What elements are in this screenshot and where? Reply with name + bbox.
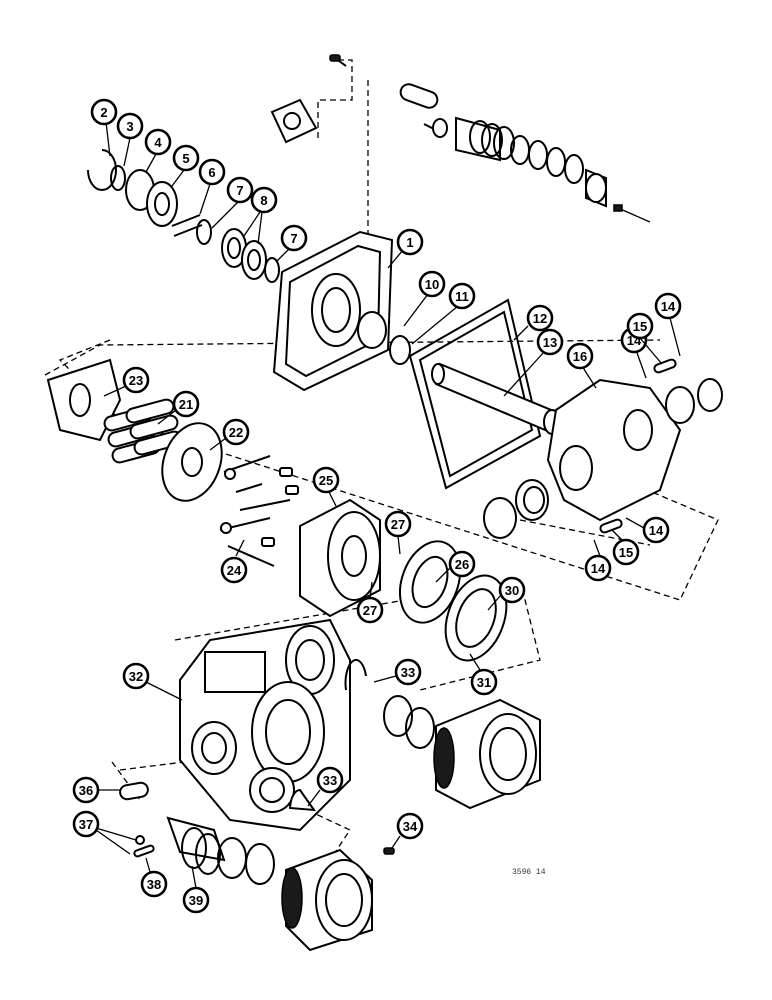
svg-text:26: 26 [455, 557, 469, 572]
retainer-hardware [219, 455, 299, 567]
callout-12: 12 [513, 304, 554, 341]
svg-text:38: 38 [147, 877, 161, 892]
callout-36: 36 [72, 776, 120, 804]
svg-text:37: 37 [79, 817, 93, 832]
svg-text:14: 14 [649, 523, 664, 538]
swashplate-housing [483, 358, 723, 539]
svg-text:34: 34 [403, 819, 418, 834]
pistons [103, 398, 183, 464]
gasket-and-shaft [408, 298, 561, 490]
callout-1: 1 [387, 228, 424, 269]
main-body [179, 618, 351, 832]
top-cover-plate [270, 54, 347, 144]
callout-22: 22 [209, 418, 250, 451]
callout-27a: 27 [384, 510, 412, 555]
callout-25: 25 [312, 466, 340, 507]
svg-text:6: 6 [208, 165, 215, 180]
svg-text:14: 14 [661, 299, 676, 314]
callout-30: 30 [487, 576, 526, 611]
housing-plate [272, 230, 411, 392]
svg-text:14: 14 [591, 561, 606, 576]
seal-stack [87, 149, 280, 283]
svg-text:1: 1 [406, 235, 413, 250]
svg-text:32: 32 [129, 669, 143, 684]
callout-21: 21 [157, 390, 200, 425]
svg-text:31: 31 [477, 675, 491, 690]
callout-13: 13 [503, 328, 564, 397]
svg-text:22: 22 [229, 425, 243, 440]
svg-text:12: 12 [533, 311, 547, 326]
callout-10: 10 [403, 270, 446, 327]
callout-37: 37 [72, 810, 137, 855]
callout-7b: 7 [275, 224, 308, 263]
svg-text:2: 2 [100, 105, 107, 120]
callout-11: 11 [411, 282, 476, 345]
svg-text:39: 39 [189, 893, 203, 908]
svg-text:15: 15 [633, 319, 647, 334]
callout-32: 32 [122, 662, 183, 701]
callout-15a: 15 [626, 312, 663, 365]
svg-text:7: 7 [236, 183, 243, 198]
svg-text:33: 33 [401, 665, 415, 680]
svg-text:33: 33 [323, 773, 337, 788]
svg-text:16: 16 [573, 349, 587, 364]
svg-text:7: 7 [290, 231, 297, 246]
svg-text:36: 36 [79, 783, 93, 798]
svg-text:30: 30 [505, 583, 519, 598]
callout-2: 2 [90, 98, 118, 157]
svg-text:25: 25 [319, 473, 333, 488]
svg-text:4: 4 [154, 135, 162, 150]
callout-31: 31 [469, 653, 498, 696]
svg-text:8: 8 [260, 193, 267, 208]
callout-16: 16 [566, 342, 597, 389]
upper-shaft-assembly [399, 83, 651, 223]
cylinder-block [299, 498, 508, 662]
pistons-and-plates [46, 358, 223, 502]
callout-26: 26 [435, 550, 476, 583]
callout-8: 8 [243, 186, 278, 245]
callout-23: 23 [103, 366, 150, 397]
callout-38: 38 [140, 857, 168, 898]
callout-3: 3 [116, 112, 144, 167]
callout-34: 34 [391, 812, 424, 849]
svg-text:24: 24 [227, 563, 242, 578]
callout-33b: 33 [307, 766, 344, 807]
svg-text:3: 3 [126, 119, 133, 134]
svg-text:11: 11 [455, 289, 469, 304]
svg-text:15: 15 [619, 545, 633, 560]
svg-text:5: 5 [182, 151, 189, 166]
callout-33a: 33 [373, 658, 422, 686]
callout-14b: 14 [654, 292, 682, 357]
callout-4: 4 [144, 128, 172, 173]
callout-7: 7 [211, 176, 254, 229]
callout-15b: 15 [611, 529, 640, 566]
callout-39: 39 [182, 865, 210, 914]
callout-14c: 14 [584, 539, 612, 582]
reference-code: 3596 14 [512, 868, 546, 877]
svg-text:23: 23 [129, 373, 143, 388]
callout-6: 6 [198, 158, 226, 215]
svg-text:27: 27 [363, 603, 377, 618]
callouts: 1 2 3 4 5 6 7 [72, 98, 682, 914]
svg-text:10: 10 [425, 277, 439, 292]
svg-text:27: 27 [391, 517, 405, 532]
callout-14d: 14 [625, 516, 670, 544]
upper-drum-assembly [344, 658, 541, 810]
svg-text:13: 13 [543, 335, 557, 350]
callout-5: 5 [171, 144, 200, 187]
callout-27b: 27 [356, 581, 384, 624]
svg-text:21: 21 [179, 397, 193, 412]
lower-drum-assembly [119, 781, 395, 952]
callout-24: 24 [220, 539, 248, 584]
